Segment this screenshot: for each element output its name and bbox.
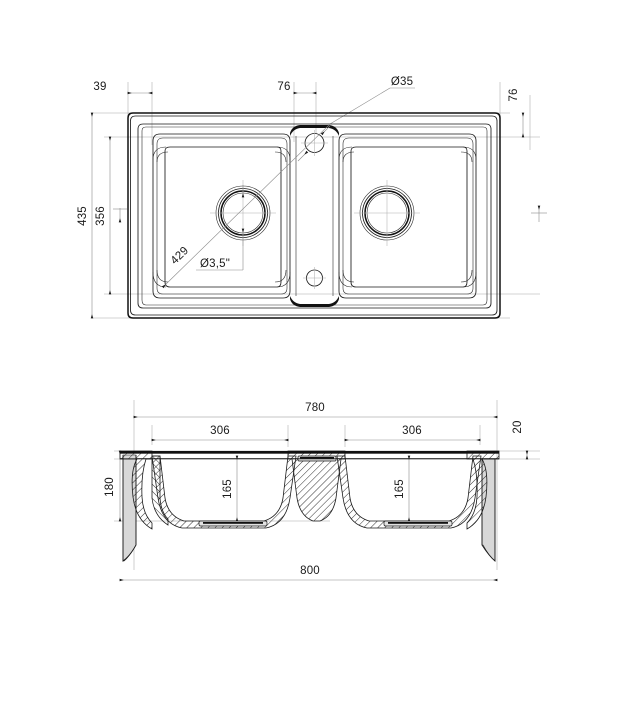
sink-deck-outline xyxy=(137,123,492,309)
dim-label-76-right: 76 xyxy=(508,88,520,101)
dim-356: 356 xyxy=(95,136,127,295)
dim-20: 20 xyxy=(512,420,529,460)
right-bowl-wall-outer xyxy=(466,450,500,530)
right-bowl-mid xyxy=(342,137,474,295)
dim-label-435: 435 xyxy=(77,206,89,226)
divider-hole-top xyxy=(301,130,328,156)
left-bowl-wall-outer xyxy=(119,450,153,530)
right-bowl xyxy=(338,133,477,299)
dim-label-165-right: 165 xyxy=(394,479,406,499)
dim-label-76-top: 76 xyxy=(277,81,290,93)
dim-76-right: 76 xyxy=(508,88,547,222)
dim-label-drain-diameter: Ø3,5" xyxy=(200,258,230,270)
section-view-group: 780 306 306 20 180 165 165 xyxy=(104,400,540,582)
sink-outer-rim xyxy=(127,112,501,319)
sink-deck-outline-2 xyxy=(141,126,488,306)
right-bowl-section xyxy=(336,450,500,530)
dim-780: 780 xyxy=(133,402,498,419)
d35-leader-arrows xyxy=(297,125,331,162)
dim-165-left: 165 xyxy=(222,455,239,522)
dim-label-800: 800 xyxy=(300,565,320,577)
divider-section-body xyxy=(287,450,346,522)
dim-800: 800 xyxy=(119,565,498,582)
dim-label-356: 356 xyxy=(95,206,107,226)
dim-label-306-left: 306 xyxy=(210,425,230,437)
divider-top-fillet xyxy=(290,125,339,136)
dim-306-left: 306 xyxy=(151,425,289,442)
dim-76-top: 76 xyxy=(277,81,317,95)
dim-label-180: 180 xyxy=(104,477,116,497)
dim-label-780: 780 xyxy=(305,402,325,414)
dim-label-165-left: 165 xyxy=(222,479,234,499)
dim-d35: Ø35 xyxy=(329,76,415,125)
top-view-group: 39 76 Ø35 76 435 356 xyxy=(77,76,547,319)
divider-bottom-fillet xyxy=(290,296,339,307)
dim-label-306-right: 306 xyxy=(402,425,422,437)
divider-hole-bottom xyxy=(303,267,326,289)
dim-165-right: 165 xyxy=(394,455,411,522)
dim-39: 39 xyxy=(93,81,153,95)
dim-label-d35: Ø35 xyxy=(391,76,413,88)
left-bowl-outer xyxy=(152,133,291,299)
dim-435: 435 xyxy=(77,112,94,319)
dim-306-right: 306 xyxy=(344,425,481,442)
dim-label-20: 20 xyxy=(512,420,524,433)
right-bowl-outer xyxy=(338,133,477,299)
dim-drain-diameter: Ø3,5" xyxy=(196,185,245,271)
sink-rim-inner-edge xyxy=(130,115,498,316)
left-bowl-mid xyxy=(156,137,288,295)
dim-180: 180 xyxy=(104,450,122,522)
right-drain xyxy=(354,180,420,246)
dim-label-39: 39 xyxy=(93,81,106,93)
center-divider xyxy=(290,125,339,307)
